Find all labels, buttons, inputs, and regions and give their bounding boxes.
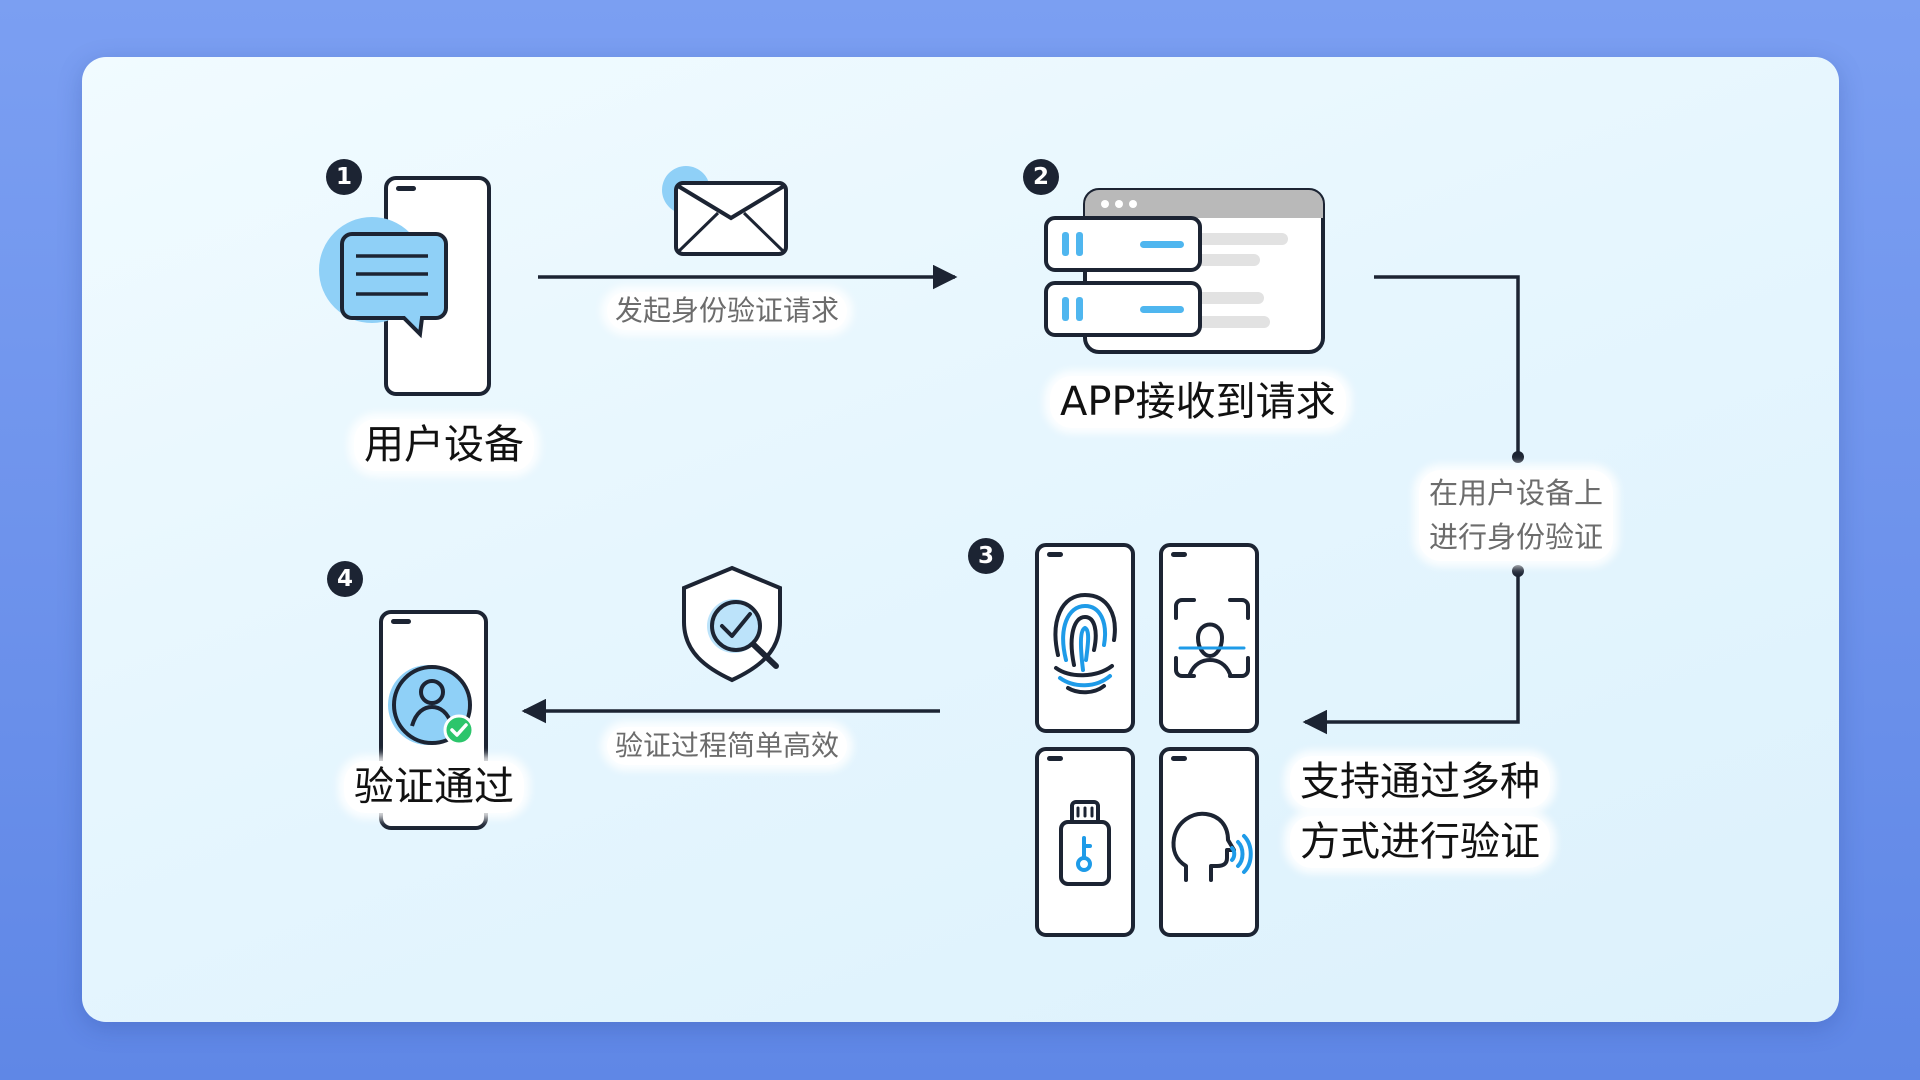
step-badge-3: 3 bbox=[968, 538, 1004, 574]
step-badge-2: 2 bbox=[1023, 159, 1059, 195]
user-device-illustration bbox=[319, 176, 491, 396]
edge-2-3-label: 在用户设备上 进行身份验证 bbox=[1419, 470, 1614, 561]
face-scan-icon bbox=[1174, 598, 1250, 678]
step-3-label-line1: 支持通过多种 bbox=[1290, 756, 1550, 808]
check-badge-icon bbox=[443, 714, 475, 746]
fingerprint-icon bbox=[1053, 592, 1117, 695]
usb-key-icon bbox=[1059, 800, 1111, 886]
shield-search-icon bbox=[682, 565, 782, 683]
connector-2-to-3 bbox=[1302, 275, 1524, 735]
edge-1-2-label: 发起身份验证请求 bbox=[607, 292, 848, 330]
server-rack-icon bbox=[1044, 216, 1202, 337]
edge-2-3-label-line2: 进行身份验证 bbox=[1429, 519, 1604, 554]
server-window-illustration bbox=[1044, 188, 1325, 354]
step-3-label-line2: 方式进行验证 bbox=[1290, 816, 1550, 868]
step-4-label: 验证通过 bbox=[344, 761, 524, 813]
voice-icon bbox=[1171, 811, 1253, 882]
step-badge-4: 4 bbox=[327, 561, 363, 597]
envelope-icon bbox=[662, 166, 788, 256]
step-badge-1: 1 bbox=[326, 159, 362, 195]
step-1-label: 用户设备 bbox=[354, 419, 534, 471]
edge-2-3-label-line1: 在用户设备上 bbox=[1429, 476, 1604, 510]
step-2-label: APP接收到请求 bbox=[1050, 376, 1346, 428]
edge-3-4-label: 验证过程简单高效 bbox=[607, 727, 848, 765]
auth-methods-illustration bbox=[1035, 543, 1259, 937]
chat-bubble-icon bbox=[340, 232, 448, 339]
